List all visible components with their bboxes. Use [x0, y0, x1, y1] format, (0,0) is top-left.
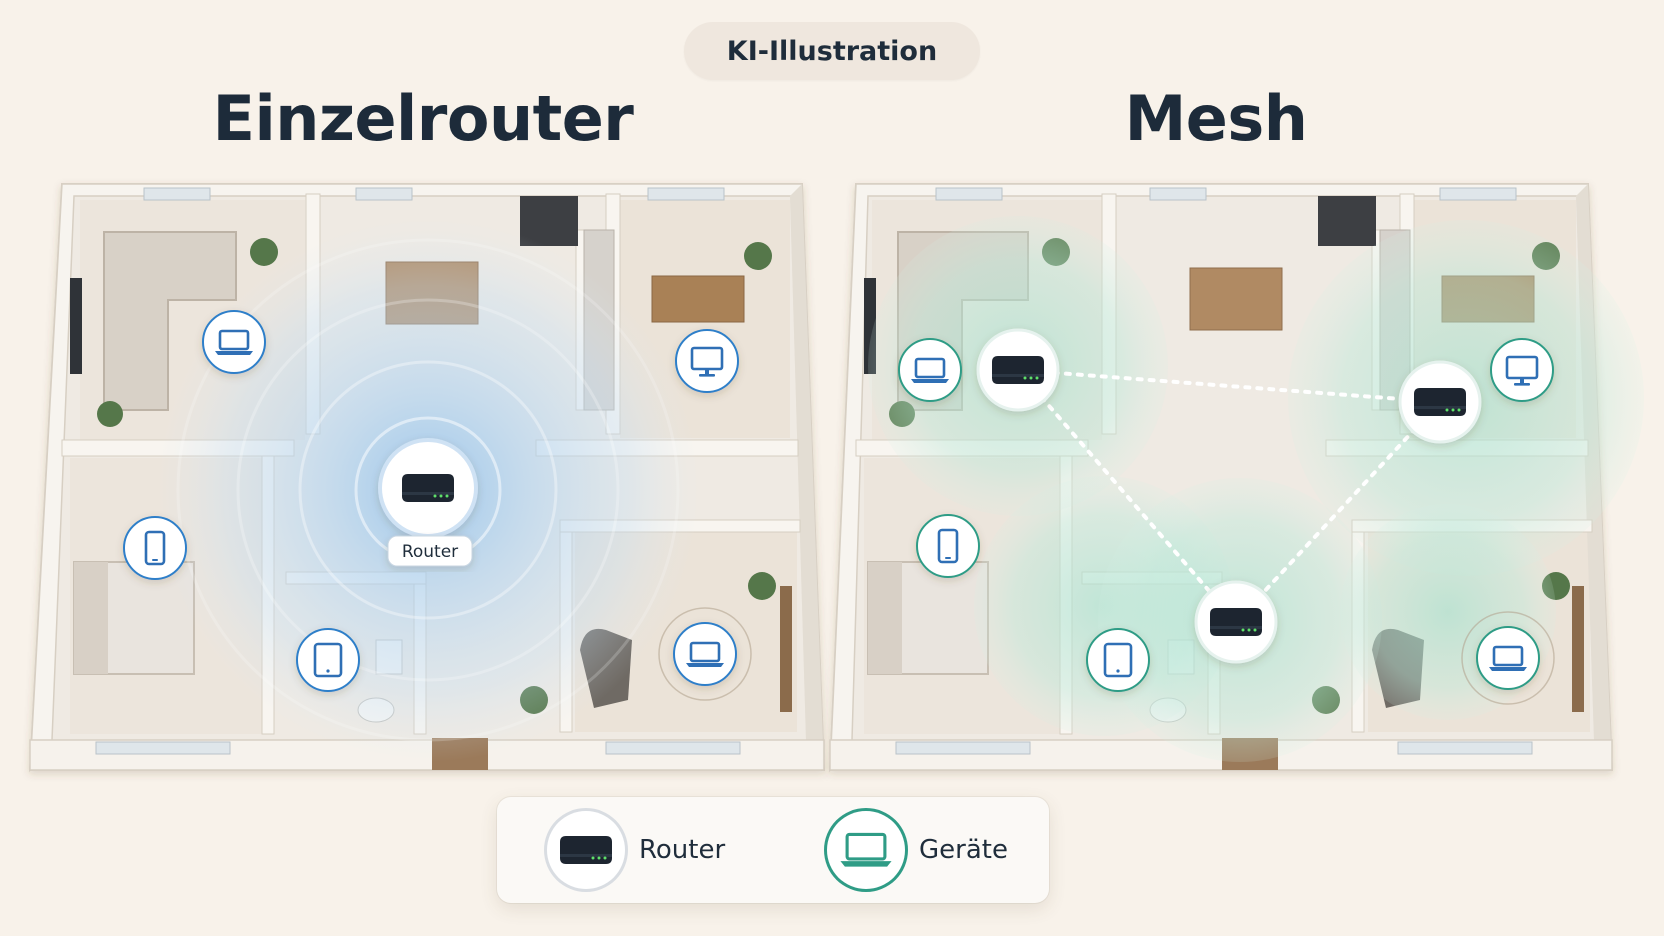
laptop-icon	[203, 311, 265, 373]
legend: Router Geräte	[497, 797, 1049, 903]
legend-devices-label: Geräte	[919, 835, 1008, 865]
single-router-floor-plan: Router	[28, 183, 826, 773]
laptop-icon	[827, 811, 905, 889]
laptop-icon	[1461, 611, 1555, 705]
monitor-icon	[676, 330, 738, 392]
router-icon	[547, 811, 625, 889]
legend-router: Router	[547, 811, 725, 889]
mesh-router-icon	[976, 328, 1060, 412]
mesh-router-icon	[1194, 580, 1278, 664]
laptop-icon	[899, 339, 961, 401]
ai-illustration-badge: KI-Illustration	[684, 22, 980, 80]
tablet-icon	[297, 629, 359, 691]
phone-icon	[917, 515, 979, 577]
mesh-links	[1016, 368, 1442, 624]
mesh-router-icon	[1398, 360, 1482, 444]
mesh-title: Mesh	[1124, 82, 1308, 155]
badge-label: KI-Illustration	[726, 35, 938, 67]
phone-icon	[124, 517, 186, 579]
laptop-icon	[658, 607, 752, 701]
router-tag: Router	[387, 535, 473, 567]
router-icon	[378, 438, 478, 538]
mesh-floor-plan	[828, 183, 1644, 773]
legend-devices: Geräte	[827, 811, 1008, 889]
tablet-icon	[1087, 629, 1149, 691]
legend-router-label: Router	[639, 835, 726, 865]
router-tag-label: Router	[402, 542, 458, 562]
monitor-icon	[1491, 339, 1553, 401]
single-router-title: Einzelrouter	[212, 82, 634, 155]
